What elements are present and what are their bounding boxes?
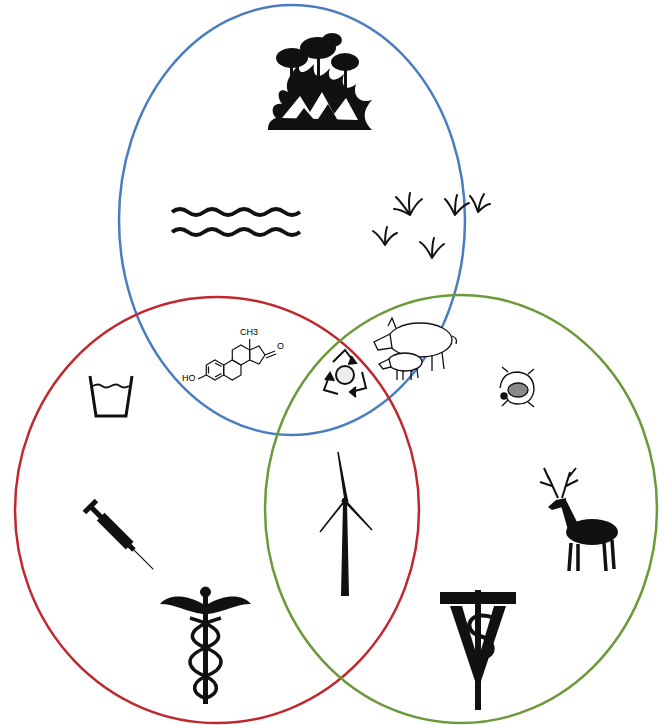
wind-turbine-icon [320,452,372,596]
lizard-icon [500,367,534,407]
animal-health-circle [265,295,657,723]
chemical-label: HO [182,373,196,383]
wild-boar-icon [374,318,457,380]
caduceus-icon [160,587,251,704]
chemical-label: O [277,341,284,351]
veterinary-symbol [440,590,516,710]
water-waves-icon [172,209,300,235]
water-cup-icon [90,376,132,416]
estrogen-molecule [198,339,276,380]
grass-icon [373,193,490,258]
chemical-label: CH3 [240,327,258,337]
syringe-icon [83,499,159,575]
forest-fire-icon [268,33,372,130]
human-health-circle [15,297,419,723]
recycle-icon [324,350,366,397]
elk-icon [540,468,618,571]
environment-circle [119,5,465,435]
